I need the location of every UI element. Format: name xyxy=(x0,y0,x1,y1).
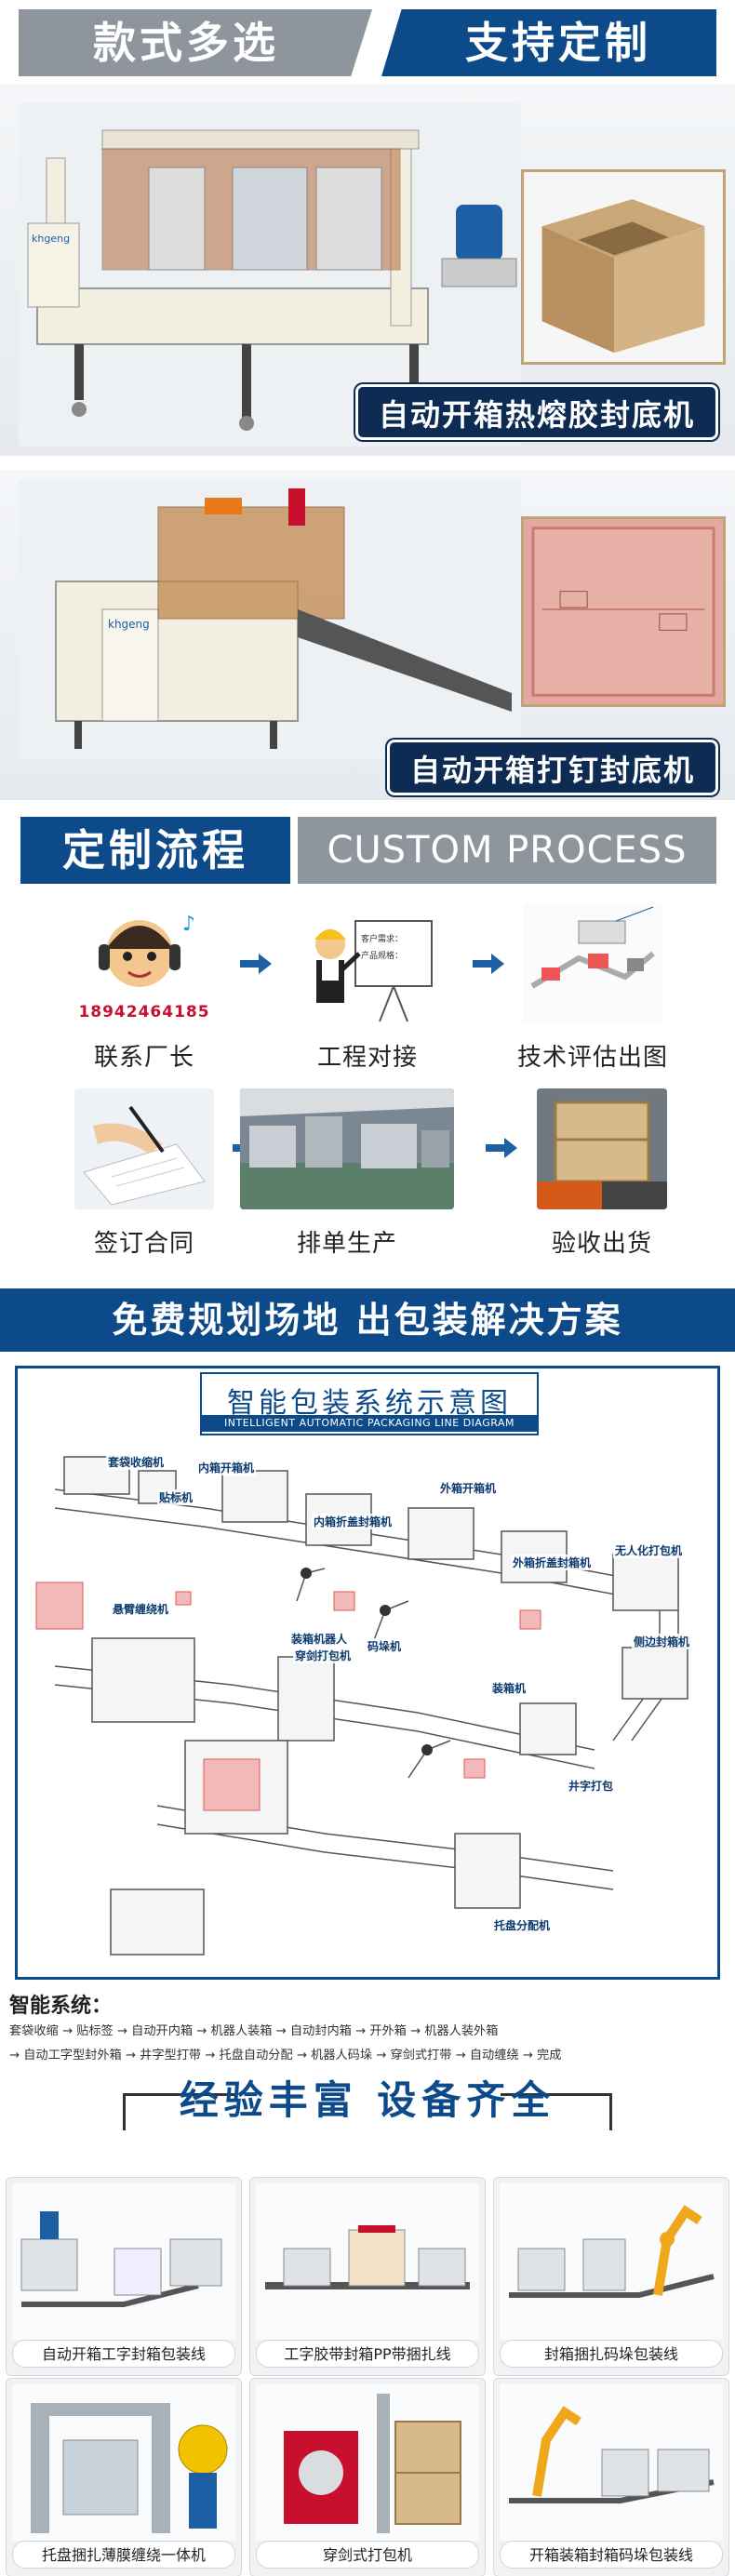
label-inner-sealer: 内箱折盖封箱机 xyxy=(312,1514,394,1529)
custom-process-title-en: CUSTOM PROCESS xyxy=(298,817,716,884)
svg-text:khgeng: khgeng xyxy=(32,233,70,245)
step-sign-contract: 签订合同 xyxy=(65,1088,223,1259)
label-unmanned-strapper: 无人化打包机 xyxy=(613,1542,685,1558)
title-bracket-right xyxy=(501,2093,612,2130)
factory-phone-number: 18942464185 xyxy=(78,1003,210,1021)
banner-right-bg xyxy=(381,9,716,76)
diagram-title-box: 智能包装系统示意图 INTELLIGENT AUTOMATIC PACKAGIN… xyxy=(200,1372,539,1435)
product-card-label: 封箱捆扎码垛包装线 xyxy=(500,2340,723,2368)
product-card-label: 穿剑式打包机 xyxy=(256,2541,479,2569)
layout-drawing-icon xyxy=(523,902,662,1023)
smart-system-title: 智能系统： xyxy=(9,1995,113,2018)
product-photo xyxy=(12,2384,235,2541)
diagram-subtitle: INTELLIGENT AUTOMATIC PACKAGING LINE DIA… xyxy=(202,1415,537,1432)
product-photo xyxy=(256,2183,479,2340)
step-label: 工程对接 xyxy=(316,1044,418,1072)
line-drawing xyxy=(35,1456,688,1955)
experience-title: 经验丰富 设备齐全 xyxy=(179,2077,556,2123)
product-card-label: 托盘捆扎薄膜缠绕一体机 xyxy=(12,2541,235,2569)
title-bracket-left xyxy=(123,2093,234,2130)
product-photo xyxy=(500,2183,723,2340)
label-outer-erector: 外箱开箱机 xyxy=(438,1480,499,1496)
product-card-label: 自动开箱工字封箱包装线 xyxy=(12,2340,235,2368)
smart-system-line-2: → 自动工字型封外箱 → 井字型打带 → 托盘自动分配 → 机器人码垛 → 穿剑… xyxy=(9,2049,562,2062)
arrow-right-icon xyxy=(473,954,504,974)
free-planning-banner: 免费规划场地 出包装解决方案 xyxy=(0,1288,735,1352)
step-label: 技术评估出图 xyxy=(516,1044,668,1072)
svg-text:khgeng: khgeng xyxy=(108,618,150,631)
stapled-box-photo xyxy=(521,516,726,707)
layout-planning-section: 免费规划场地 出包装解决方案 智能包装系统示意图 INTELLIGENT AUT… xyxy=(0,1284,735,2065)
shipping-crate-photo xyxy=(537,1088,667,1209)
product-card[interactable]: 托盘捆扎薄膜缠绕一体机 xyxy=(6,2378,242,2576)
label-pallet-dispenser: 托盘分配机 xyxy=(492,1917,553,1933)
product-photo xyxy=(256,2384,479,2541)
banner-left-text: 款式多选 xyxy=(93,18,279,68)
svg-text:产品规格：: 产品规格： xyxy=(361,950,403,961)
svg-text:客户需求：: 客户需求： xyxy=(361,933,403,944)
product-card-label: 开箱装箱封箱码垛包装线 xyxy=(500,2541,723,2569)
product-card[interactable]: 开箱装箱封箱码垛包装线 xyxy=(493,2378,729,2576)
label-cross-strapping: 井字打包 xyxy=(567,1778,616,1794)
arrow-right-icon xyxy=(486,1138,517,1158)
banner-right-text: 支持定制 xyxy=(465,18,651,68)
label-case-packer: 装箱机 xyxy=(490,1680,528,1696)
label-sword-strapper: 穿剑打包机 xyxy=(293,1648,354,1663)
factory-floor-photo xyxy=(240,1088,454,1209)
label-outer-sealer: 外箱折盖封箱机 xyxy=(511,1555,594,1570)
custom-process-section: 定制流程 CUSTOM PROCESS ♪ 18942464185 联系厂长 xyxy=(0,800,735,1284)
product-card[interactable]: 工字胶带封箱PP带捆扎线 xyxy=(249,2177,486,2376)
svg-text:♪: ♪ xyxy=(182,913,195,936)
engineer-board-icon: 客户需求： 产品规格： xyxy=(298,902,437,1023)
step-technical-evaluation: 技术评估出图 xyxy=(514,902,672,1073)
label-labeler: 贴标机 xyxy=(157,1489,195,1505)
step-label: 排单生产 xyxy=(296,1230,397,1258)
machine1-label: 自动开箱热熔胶封底机 xyxy=(354,384,718,440)
step-engineering-docking: 客户需求： 产品规格： 工程对接 xyxy=(288,902,447,1073)
arrow-right-icon xyxy=(240,954,272,974)
machine2-area: khgeng 自动开箱打钉封底机 xyxy=(0,470,735,800)
label-palletizer: 码垛机 xyxy=(366,1638,404,1654)
product-photo xyxy=(12,2183,235,2340)
product-lines-section: 经验丰富 设备齐全 自动开箱工字封箱包装线 工字胶带封箱PP xyxy=(0,2065,735,2576)
handshake-contract-icon xyxy=(74,1088,214,1209)
headset-avatar-icon: ♪ 18942464185 xyxy=(74,902,214,1023)
step-label: 验收出货 xyxy=(551,1230,652,1258)
product-card[interactable]: 穿剑式打包机 xyxy=(249,2378,486,2576)
packaging-line-diagram: 智能包装系统示意图 INTELLIGENT AUTOMATIC PACKAGIN… xyxy=(15,1366,720,1980)
step-inspection-shipping: 验收出货 xyxy=(523,1088,681,1259)
step-label: 签订合同 xyxy=(93,1230,194,1258)
diagram-title: 智能包装系统示意图 xyxy=(227,1387,512,1420)
banner-left-bg xyxy=(19,9,372,76)
label-arm-wrapper: 悬臂缠绕机 xyxy=(111,1601,171,1617)
product-card[interactable]: 自动开箱工字封箱包装线 xyxy=(6,2177,242,2376)
label-shrink-wrapper: 套袋收缩机 xyxy=(106,1454,167,1470)
stapling-bottom-sealer-photo: khgeng xyxy=(19,479,521,758)
product-card-label: 工字胶带封箱PP带捆扎线 xyxy=(256,2340,479,2368)
label-packing-robot: 装箱机器人 xyxy=(289,1631,350,1647)
step-label: 联系厂长 xyxy=(93,1044,194,1072)
glued-box-photo xyxy=(521,169,726,365)
product-card[interactable]: 封箱捆扎码垛包装线 xyxy=(493,2177,729,2376)
machine2-label: 自动开箱打钉封底机 xyxy=(386,740,718,795)
step-schedule-production: 排单生产 xyxy=(240,1088,454,1259)
custom-process-title: 定制流程 xyxy=(20,817,290,884)
smart-system-line-1: 套袋收缩 → 贴标签 → 自动开内箱 → 机器人装箱 → 自动封内箱 → 开外箱… xyxy=(9,2024,499,2038)
product-photo xyxy=(500,2384,723,2541)
machine-showcase-section: 款式多选 支持定制 khgeng xyxy=(0,0,735,800)
label-side-sealer: 侧边封箱机 xyxy=(632,1634,692,1649)
step-contact-factory: ♪ 18942464185 联系厂长 xyxy=(65,902,223,1073)
label-inner-erector: 内箱开箱机 xyxy=(196,1460,257,1475)
machine1-area: khgeng 自动开箱热熔胶封底机 xyxy=(0,84,735,456)
